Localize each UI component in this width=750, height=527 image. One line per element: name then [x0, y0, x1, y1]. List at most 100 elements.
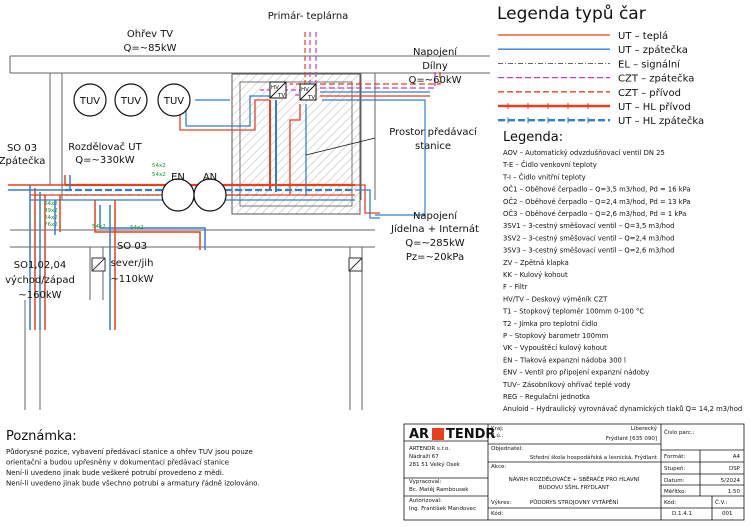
heat-exchanger-1: HV TV	[269, 81, 287, 99]
riser-left	[91, 257, 106, 272]
tuv-tank-3: TUV	[157, 83, 191, 117]
rozdelovac-label: Rozdělovač UT	[68, 141, 142, 153]
legend-type-label: CZT – přívod	[618, 87, 681, 99]
rozdelovac-q: Q=~330kW	[75, 155, 135, 166]
jidelna-q: Q=~285kW	[405, 238, 465, 249]
vypracoval-value: Bc. Matěj Rambousek	[409, 486, 469, 493]
legend-item: T1 – Stopkový teploměr 100mm 0-100 °C	[502, 308, 644, 316]
legend-type-label: UT – HL přívod	[618, 101, 691, 113]
kod-label-left: Kód:	[491, 510, 503, 517]
branch-pipes-so03	[94, 200, 206, 330]
stupen-label: Stupeň:	[664, 465, 685, 472]
napojeni-dilny-label: Napojení	[413, 46, 458, 58]
legend-item: P – Stopkový barometr 100mm	[503, 332, 609, 340]
so03-sever-q: ~110kW	[110, 274, 153, 285]
kod-value: D.1.4.1	[672, 511, 692, 517]
company: ARTENDR s.r.o.	[409, 446, 450, 452]
svg-text:HV: HV	[271, 85, 279, 91]
note-line: Půdorysné pozice, vybavení předávací sta…	[6, 448, 253, 456]
datum-value: 5/2024	[721, 478, 741, 484]
building-walls	[9, 55, 490, 410]
legend-type-row: EL – signální	[498, 58, 681, 70]
cv-value: 001	[722, 511, 733, 517]
svg-text:TV: TV	[307, 95, 315, 101]
legend-item: ZV – Zpětná klapka	[503, 259, 569, 267]
pipe-tag-6: 76x2	[44, 222, 58, 228]
legend-item: OČ1 – Oběhové čerpadlo – Q=3,5 m3/hod, P…	[503, 185, 691, 194]
legend-item: REG – Regulační jednotka	[503, 393, 590, 401]
prostor-label-1: Prostor předávací	[389, 126, 478, 138]
legend-item: 3SV1 – 3-cestný směšovací ventil – Q=3,5…	[503, 222, 674, 230]
legend-item: F – Filtr	[503, 283, 527, 291]
akce-line2: BUDOVU SŠHL FRÝDLANT	[539, 484, 610, 491]
note-title: Poznámka:	[6, 429, 77, 444]
station-pipes	[179, 95, 307, 196]
prostor-label-2: stanice	[415, 141, 451, 152]
objednatel-value: Střední škola hospodářská a lesnická, Fr…	[530, 454, 658, 461]
meritko-label: Měřítko:	[664, 488, 686, 495]
legend-item: T-E – Čidlo venkovní teploty	[502, 160, 597, 169]
heat-exchanger-2: HV TV	[299, 83, 317, 101]
pipe-to-dilny	[320, 72, 441, 216]
napojeni-jidelna-2: Jídelna + Internát	[390, 223, 479, 235]
so03-zpatecka-1: SO 03	[7, 143, 37, 154]
note-line: orientační a budou upřesněny v dokumenta…	[6, 459, 229, 467]
autorizoval-label: Autorizoval:	[409, 498, 442, 504]
pipe-tag-1: 54x2	[152, 163, 166, 169]
legend-item: AOV – Automatický odvzdušňovací ventil D…	[503, 149, 665, 157]
cv-label: Č.V.:	[715, 499, 727, 506]
legend-item: TUV– Zásobníkový ohřívač teplé vody	[502, 381, 631, 389]
pipe-tag-2: 54x2	[152, 172, 166, 178]
pipe-tag-5: 64x2	[44, 215, 58, 221]
logo-mark	[432, 428, 444, 440]
pipe-tag-8: 54x2	[130, 225, 144, 231]
datum-label: Datum:	[664, 478, 685, 484]
note-line: Není-li uvedeno jinak bude všechno potru…	[6, 480, 260, 488]
legend-type-row: CZT – zpátečka	[498, 73, 694, 85]
title-block-logo: AR TENDR	[409, 427, 495, 442]
legend-type-label: UT – teplá	[618, 30, 668, 42]
legend-item: OČ3 – Oběhové čerpadlo – Q=2,6 m3/hod, P…	[503, 209, 686, 218]
legend-type-row: UT – HL přívod	[498, 101, 691, 113]
tuv-label-2: TUV	[120, 96, 141, 107]
pipe-tag-4: 89x2	[44, 208, 58, 214]
legend-type-row: UT – zpátečka	[498, 44, 688, 56]
prostor-leader	[305, 137, 376, 156]
legend-item: 3SV3 – 3-cestný směšovací ventil – Q=2,6…	[503, 247, 674, 255]
ohrev-tv-q: Q=~85kW	[123, 43, 176, 54]
legend-item: KK – Kulový kohout	[503, 271, 568, 279]
vykres-label: Výkres:	[491, 499, 511, 506]
svg-text:HV: HV	[301, 87, 309, 93]
title-block-text: ARTENDR s.r.o. Nádraží 67 281 51 Velký O…	[409, 425, 741, 517]
riser-right	[348, 257, 363, 272]
legend-item: Anuloid – Hydraulický vyrovnávač dynamic…	[503, 405, 742, 413]
legend-type-label: CZT – zpátečka	[618, 73, 694, 85]
ku-label: K.ú.:	[491, 432, 504, 439]
so03-sever-2: sever/jih	[111, 258, 154, 269]
logo-right: TENDR	[446, 427, 495, 442]
autorizoval-value: Ing. František Mandovec	[409, 505, 476, 512]
legend-type-row: UT – HL zpátečka	[498, 115, 704, 127]
akce-label: Akce:	[491, 464, 506, 470]
legend-type-row: CZT – přívod	[498, 87, 681, 99]
legend-type-row: UT – teplá	[498, 30, 668, 42]
svg-text:TV: TV	[277, 93, 285, 99]
en-label: EN	[171, 172, 185, 183]
meritko-value: 1:50	[728, 489, 741, 495]
tuv-label-1: TUV	[79, 96, 100, 107]
legend-item: HV/TV – Deskový výměník CZT	[503, 295, 608, 303]
legend-item: OČ2 – Oběhové čerpadlo – Q=2,4 m3/hod, P…	[503, 197, 691, 206]
legend-item: VK – Vypouštěcí kulový kohout	[503, 344, 607, 352]
cislo-parc-label: Číslo parc.:	[664, 429, 695, 436]
format-label: Formát:	[664, 453, 685, 460]
so03-zpatecka-2: Zpátečka	[0, 155, 45, 167]
legend-item: ENV – Ventil pro připojení expanzní nádo…	[503, 369, 649, 377]
objednatel-label: Objednatel:	[491, 446, 523, 452]
ohrev-tv-label: Ohřev TV	[127, 28, 173, 40]
legend-item: 3SV2 – 3-cestný směšovací ventil – Q=2,4…	[503, 234, 674, 242]
legend-types-title: Legenda typů čar	[497, 4, 646, 24]
ku-value: Frýdlant [635 090]	[606, 435, 657, 442]
kraj-value: Liberecký	[631, 425, 658, 432]
format-value: A4	[733, 454, 741, 460]
